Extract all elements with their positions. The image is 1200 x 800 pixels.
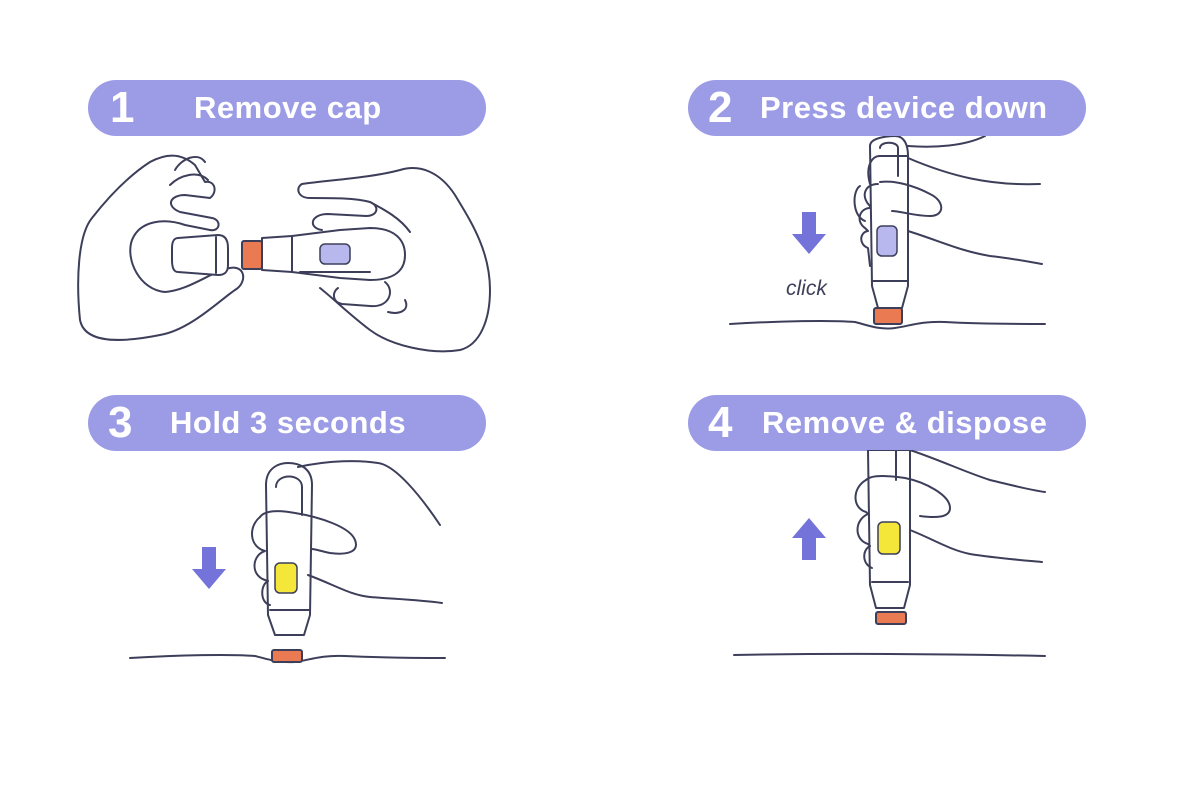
hand-icon <box>297 460 441 526</box>
step-3-header: 3 Hold 3 seconds <box>88 395 486 451</box>
step-2-illustration <box>729 136 1046 330</box>
right-hand-icon <box>301 167 491 353</box>
step-4-illustration <box>733 450 1046 657</box>
inspection-window <box>274 562 298 594</box>
inspection-window <box>877 521 901 555</box>
skin-line <box>729 319 1046 330</box>
inspection-window <box>876 225 898 257</box>
injector-cap <box>171 234 229 276</box>
needle-tip-orange <box>875 611 907 625</box>
step-3-number: 3 <box>108 398 133 447</box>
click-label: click <box>786 277 827 300</box>
arrow-down-icon <box>192 547 226 589</box>
step-1-header: 1 Remove cap <box>88 80 486 136</box>
step-4-header: 4 Remove & dispose <box>688 395 1086 451</box>
step-2-header: 2 Press device down <box>688 80 1086 136</box>
step-1-title: Remove cap <box>194 90 382 125</box>
hand-icon <box>909 450 1046 493</box>
auto-injector-icon <box>869 136 909 309</box>
needle-tip-orange <box>873 307 903 325</box>
arrow-down-icon <box>792 212 826 254</box>
left-hand-icon <box>77 154 245 341</box>
hand-icon <box>907 136 986 148</box>
step-3-title: Hold 3 seconds <box>170 405 407 440</box>
inspection-window <box>319 243 351 265</box>
arrow-up-icon <box>792 518 826 560</box>
step-2-number: 2 <box>708 83 733 132</box>
step-2-title: Press device down <box>760 90 1048 125</box>
step-1-illustration <box>77 154 491 353</box>
step-4-number: 4 <box>708 398 733 447</box>
skin-line <box>733 652 1046 657</box>
step-1-number: 1 <box>110 83 135 132</box>
step-3-illustration <box>129 460 446 664</box>
needle-tip-orange <box>271 649 303 663</box>
needle-tip-orange <box>241 240 263 270</box>
step-4-title: Remove & dispose <box>762 405 1048 440</box>
